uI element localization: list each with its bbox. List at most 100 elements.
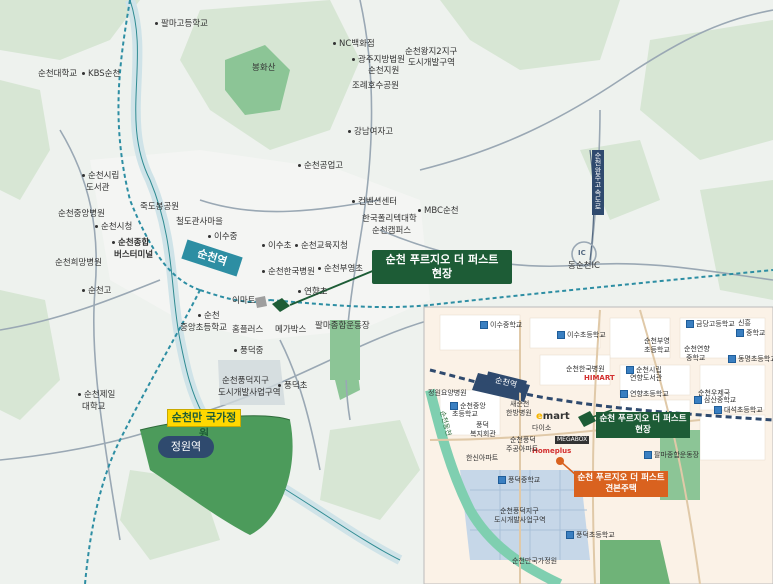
label-gangnam-girls: 강남여자고 bbox=[348, 128, 393, 137]
label-pungdeok-elem: 풍덕초 bbox=[278, 382, 307, 391]
inset-jugong-2: 주공아파트 bbox=[506, 445, 539, 453]
label-isu-middle: 이수중 bbox=[208, 233, 237, 242]
label-nc-department: NC백화점 bbox=[333, 40, 375, 49]
inset-himart: HIMART bbox=[584, 374, 615, 382]
inset-central-elem-1: 순천중앙 bbox=[450, 402, 486, 410]
emart-marker bbox=[255, 296, 267, 308]
inset-rail-line bbox=[429, 368, 773, 422]
inset-jugong-1: 순천풍덕 bbox=[510, 436, 536, 444]
label-isu-elem: 이수초 bbox=[262, 242, 291, 251]
inset-saesun-1: 새순천 bbox=[510, 400, 530, 408]
label-gwangju-court: 광주지방법원 bbox=[352, 56, 405, 65]
inset-daeseok-elem: 대석초등학교 bbox=[714, 406, 763, 414]
site-marker bbox=[272, 298, 290, 312]
inset-woojae: 순천우제국 bbox=[698, 389, 731, 397]
label-kbs: KBS순천 bbox=[82, 70, 120, 79]
inset-garden bbox=[600, 540, 670, 584]
inset-jeongwon-hospital: 정원요양병원 bbox=[428, 389, 467, 397]
inset-yeonhyang-middle-2: 중학교 bbox=[686, 354, 706, 362]
label-ic: 동순천IC bbox=[568, 261, 600, 271]
label-central-hospital: 순천중앙병원 bbox=[58, 209, 105, 219]
label-bus-terminal-1: 순천종합 bbox=[112, 239, 149, 248]
label-polytech-2: 순천캠퍼스 bbox=[372, 226, 412, 236]
inset-pungdeok-dev-2: 도시개발사업구역 bbox=[494, 516, 546, 524]
label-palma-high: 팔마고등학교 bbox=[155, 20, 208, 29]
inset-welfare-1: 풍덕 bbox=[476, 421, 489, 429]
inset-yeonhyang-elem: 연향초등학교 bbox=[620, 390, 669, 398]
label-pungdeok-district-1: 순천풍덕지구 bbox=[222, 376, 269, 386]
inset-pungdeok-middle: 풍덕중학교 bbox=[498, 476, 540, 484]
inset-daiso: 다이소 bbox=[532, 424, 552, 432]
inset-site-callout[interactable]: 순천 푸르지오 더 퍼스트 현장 bbox=[596, 412, 690, 438]
inset-model-callout[interactable]: 순천 푸르지오 더 퍼스트 견본주택 bbox=[574, 471, 668, 497]
site-callout-line1: 순천 푸르지오 더 퍼스트 bbox=[385, 253, 499, 266]
label-joryeho-park: 조례호수공원 bbox=[352, 81, 399, 91]
expressway-label: 순천완주고속도로 bbox=[592, 150, 604, 215]
label-bus-terminal-2: 버스터미널 bbox=[114, 250, 154, 260]
inset-isu-elem: 이수초등학교 bbox=[557, 331, 606, 339]
label-library-2: 도서관 bbox=[86, 183, 110, 193]
site-callout-line2: 현장 bbox=[431, 266, 453, 280]
label-suncheon-court: 순천지원 bbox=[368, 66, 400, 76]
label-bonghwasan: 봉화산 bbox=[252, 63, 276, 73]
label-tech-high: 순천공업고 bbox=[298, 162, 343, 171]
label-suncheon-univ: 순천대학교 bbox=[38, 69, 78, 79]
inset-library-2: 연향도서관 bbox=[630, 374, 663, 382]
label-central-elem-2: 중앙초등학교 bbox=[180, 323, 227, 333]
garden-badge[interactable]: 순천만 국가정원 bbox=[167, 409, 241, 440]
label-city-hall: 순천시청 bbox=[95, 223, 132, 232]
label-mbc: MBC순천 bbox=[418, 207, 459, 216]
inset-geumdang-high: 금당고등학교 bbox=[686, 320, 735, 328]
label-jeil-univ-1: 순천제일 bbox=[78, 391, 115, 400]
label-emart: 이마트 bbox=[232, 296, 256, 306]
inset-central-elem-2: 초등학교 bbox=[452, 410, 478, 418]
label-jukdobong: 죽도봉공원 bbox=[140, 202, 180, 212]
site-callout-leader bbox=[289, 269, 376, 306]
inset-site-callout-line1: 순천 푸르지오 더 퍼스트 bbox=[599, 414, 687, 424]
inset-homeplus-logo: Homeplus bbox=[532, 447, 572, 455]
label-jeil-univ-2: 대학교 bbox=[82, 402, 106, 412]
inset-model-callout-line1: 순천 푸르지오 더 퍼스트 bbox=[577, 473, 665, 483]
site-callout[interactable]: 순천 푸르지오 더 퍼스트 현장 bbox=[372, 250, 512, 284]
ic-ring bbox=[571, 241, 597, 267]
inset-emart-logo: emart bbox=[536, 411, 570, 422]
inset-bugyeong-1: 순천부영 bbox=[644, 337, 670, 345]
inset-hansin-apt: 한신아파트 bbox=[466, 454, 499, 462]
inset-sinheung-1: 신흥 bbox=[738, 319, 751, 327]
inset-palma-stadium: 팔마종합운동장 bbox=[644, 451, 699, 459]
jeongwon-station-badge[interactable]: 정원역 bbox=[158, 436, 214, 458]
inset-saesun-2: 한방병원 bbox=[506, 409, 532, 417]
label-korea-hospital: 순천한국병원 bbox=[262, 268, 315, 277]
inset-yeonhyang-middle-1: 순천연향 bbox=[684, 345, 710, 353]
inset-bugyeong-2: 초등학교 bbox=[644, 346, 670, 354]
inset-korea-hospital: 순천한국병원 bbox=[566, 365, 605, 373]
label-urban-dev: 도시개발구역 bbox=[408, 58, 455, 68]
stadium-area bbox=[330, 320, 360, 380]
label-railway-village: 철도관사마을 bbox=[176, 217, 223, 227]
inset-garden-label: 순천만국가정원 bbox=[512, 557, 558, 565]
ic-symbol: IC bbox=[578, 249, 586, 257]
inset-sinheung-2: 중학교 bbox=[736, 329, 765, 337]
label-pungdeok-district-2: 도시개발사업구역 bbox=[218, 388, 281, 398]
inset-site-marker bbox=[578, 411, 596, 427]
inset-river bbox=[425, 388, 563, 584]
label-education-office: 순천교육지청 bbox=[295, 242, 348, 251]
label-wangji-district: 순천왕지2지구 bbox=[405, 47, 458, 57]
inset-model-leader bbox=[559, 460, 577, 476]
inset-pungdeok-grid bbox=[470, 470, 588, 560]
label-convention: 컨벤션센터 bbox=[352, 198, 397, 207]
label-hyeri-hospital: 순천희망병원 bbox=[55, 258, 102, 268]
label-polytech-1: 한국폴리텍대학 bbox=[362, 214, 417, 224]
label-library-1: 순천시립 bbox=[82, 172, 119, 181]
inset-pungdeok-dev-1: 순천풍덕지구 bbox=[500, 507, 539, 515]
inset-megabox-logo: MEGABOX bbox=[555, 436, 590, 444]
inset-dongyeong-elem: 동명초등학교 bbox=[728, 355, 773, 363]
label-yeonhyang-elem: 연향초 bbox=[298, 288, 327, 297]
pungdeok-district-shape bbox=[218, 360, 285, 405]
inset-library-1: 순천시립 bbox=[626, 366, 662, 374]
inset-site-callout-line2: 현장 bbox=[635, 424, 651, 435]
label-suncheon-high: 순천고 bbox=[82, 287, 111, 296]
label-megabox: 메가박스 bbox=[275, 325, 307, 335]
